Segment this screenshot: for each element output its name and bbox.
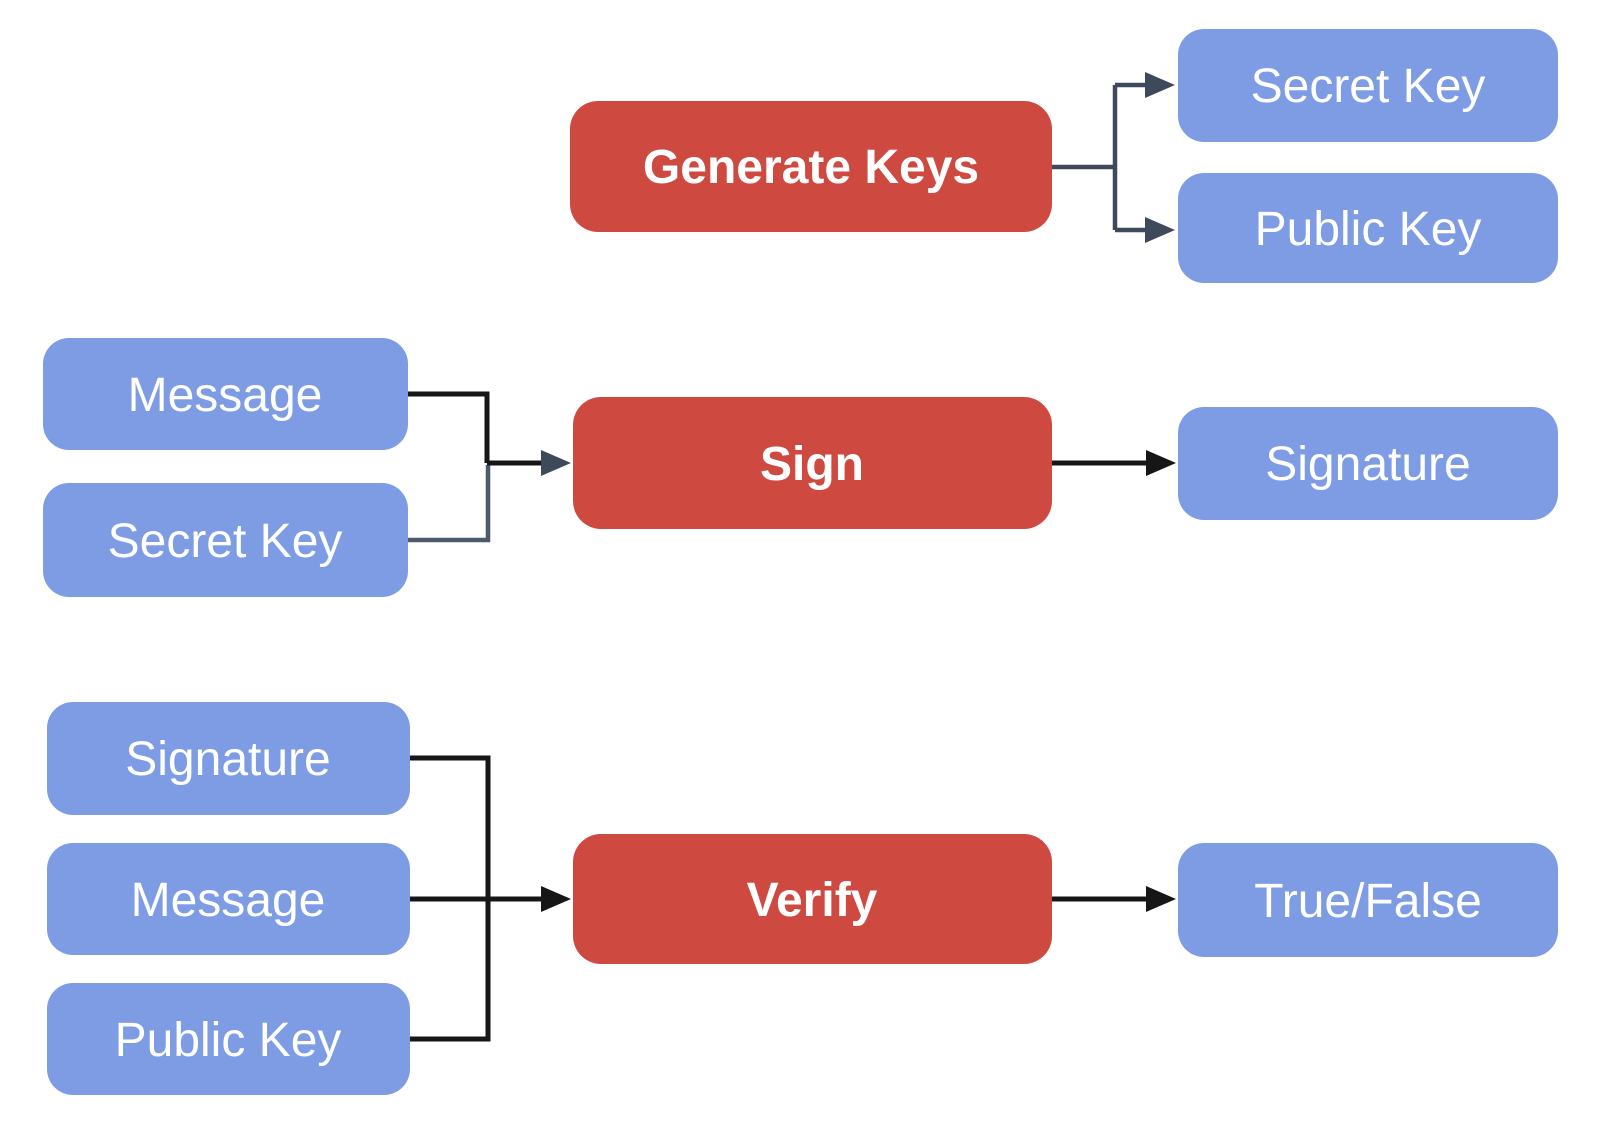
connector-generate-to-keys	[1052, 82, 1148, 233]
data-box-label: Signature	[125, 733, 330, 786]
node-sign: Sign	[573, 397, 1052, 529]
data-box	[43, 338, 408, 450]
data-box	[47, 702, 410, 815]
data-box	[1178, 29, 1558, 142]
data-box-label: True/False	[1254, 875, 1482, 928]
node-message-input-verify: Message	[47, 843, 410, 955]
node-secret-key-output: Secret Key	[1178, 29, 1558, 142]
data-box	[1178, 843, 1558, 957]
data-box-label: Signature	[1265, 438, 1470, 491]
arrowhead-icon	[1145, 217, 1175, 243]
node-public-key-output: Public Key	[1178, 173, 1558, 283]
data-box	[43, 483, 408, 597]
data-box-label: Public Key	[115, 1014, 342, 1067]
arrowhead-icon	[1146, 886, 1176, 912]
arrowhead-icon	[1146, 450, 1176, 476]
arrowhead-icon	[541, 886, 571, 912]
data-box	[47, 843, 410, 955]
node-secret-key-input-sign: Secret Key	[43, 483, 408, 597]
node-message-input-sign: Message	[43, 338, 408, 450]
data-box-label: Secret Key	[108, 515, 343, 568]
data-box-label: Public Key	[1255, 203, 1482, 256]
data-box	[1178, 407, 1558, 520]
process-box	[573, 834, 1052, 964]
process-box-label: Sign	[760, 438, 864, 491]
process-box-label: Verify	[747, 874, 878, 927]
node-signature-output: Signature	[1178, 407, 1558, 520]
node-true-false-output: True/False	[1178, 843, 1558, 957]
connector-secretkey-to-sign	[408, 465, 491, 543]
node-signature-input-verify: Signature	[47, 702, 410, 815]
connector-message-to-sign	[408, 391, 490, 463]
data-box-label: Secret Key	[1251, 60, 1486, 113]
node-public-key-input-verify: Public Key	[47, 983, 410, 1095]
process-box-label: Generate Keys	[643, 141, 979, 194]
data-box	[47, 983, 410, 1095]
connector-signature-to-verify	[410, 755, 491, 899]
data-box	[1178, 173, 1558, 283]
data-box-label: Message	[131, 874, 326, 927]
arrowhead-icon	[541, 450, 571, 476]
process-box	[573, 397, 1052, 529]
arrowhead-icon	[1145, 72, 1175, 98]
connector-publickey-to-verify	[410, 899, 491, 1042]
node-verify: Verify	[573, 834, 1052, 964]
process-box	[570, 101, 1052, 232]
data-box-label: Message	[128, 369, 323, 422]
node-generate-keys: Generate Keys	[570, 101, 1052, 232]
